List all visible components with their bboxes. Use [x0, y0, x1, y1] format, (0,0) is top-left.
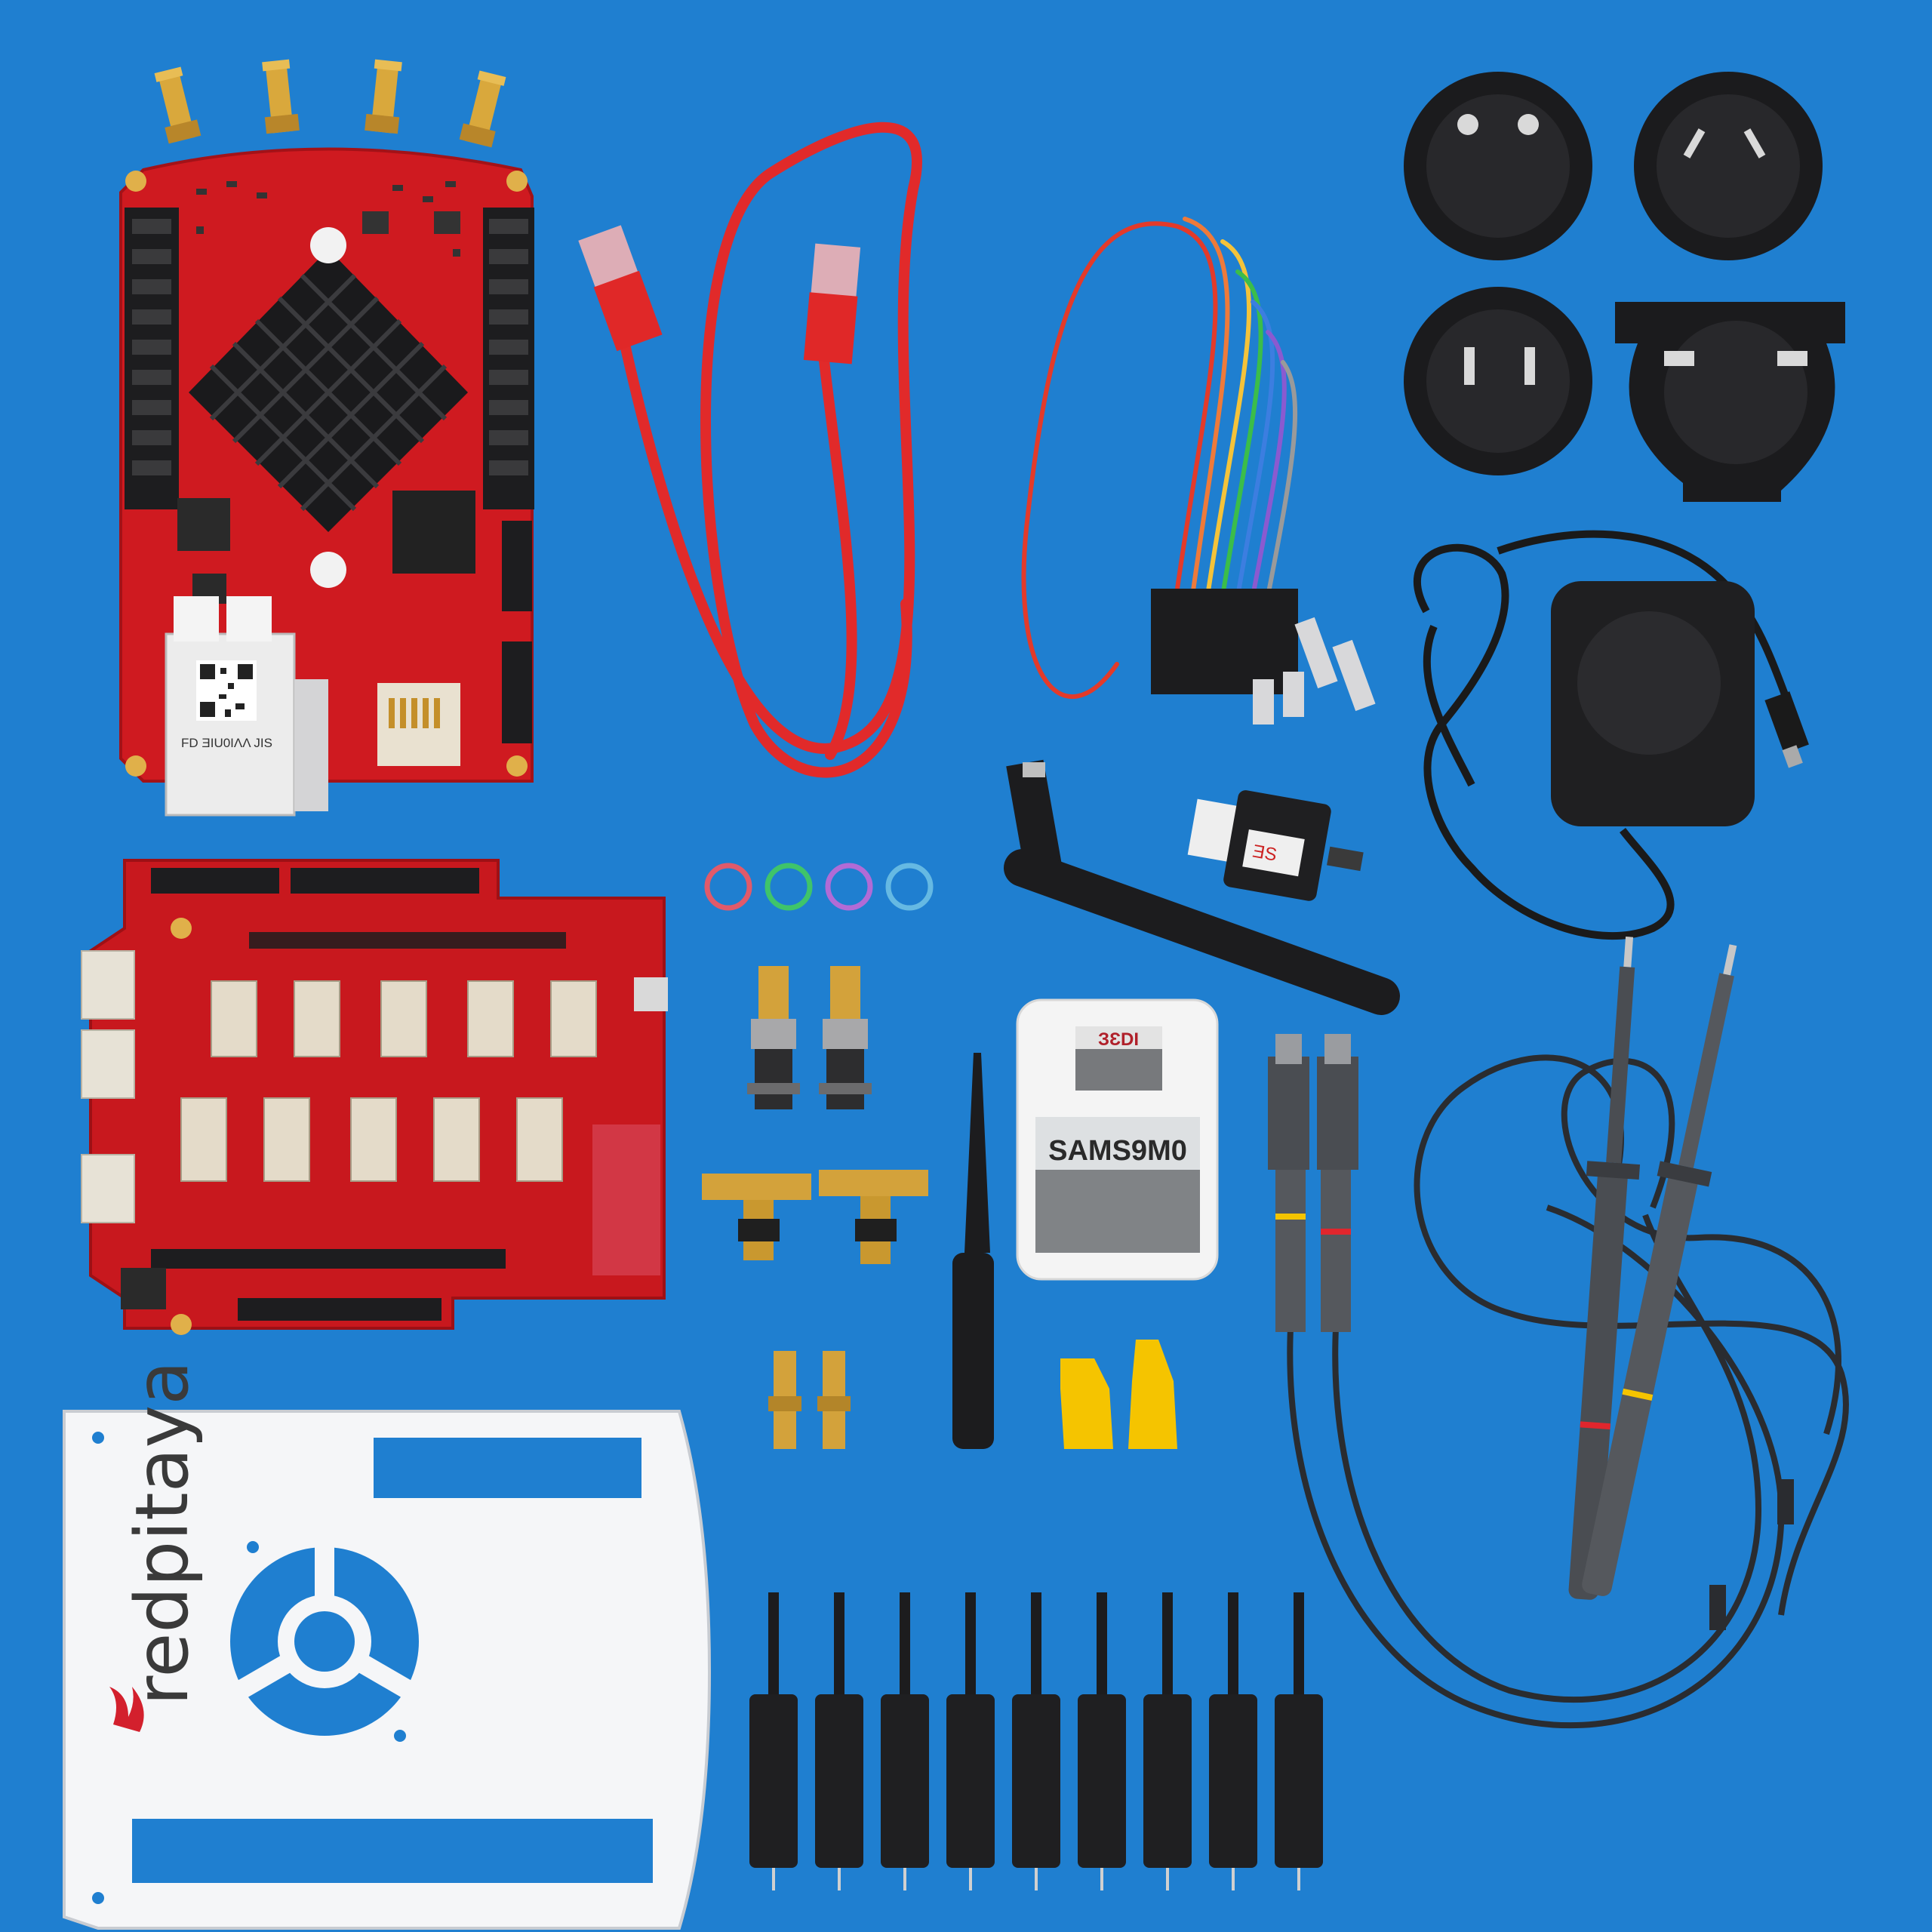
sma-tee-adapter-2: [819, 1170, 928, 1264]
sd-brand: SAMS9M0: [1048, 1135, 1187, 1167]
case-brand-text: redpitaya: [120, 1361, 205, 1706]
sma-connectors-top: [154, 59, 506, 148]
extension-shield-board: [81, 859, 668, 1335]
plug-adapters: [1404, 72, 1845, 502]
test-clip: [1012, 1592, 1060, 1890]
test-clip: [1275, 1592, 1323, 1890]
wifi-antenna: [1004, 759, 1400, 1015]
ethernet-cable: [614, 122, 922, 778]
ribbon-connector: [1151, 589, 1298, 694]
micro-sd-label: ЗƐDI: [1098, 1029, 1139, 1050]
test-clip: [1143, 1592, 1192, 1890]
test-clip: [1078, 1592, 1126, 1890]
red-pitaya-board: FD ƎIU0IΛΛ JIS: [119, 59, 534, 817]
red-pitaya-logo: redpitaya: [109, 1361, 205, 1732]
plug-adapter-us: [1404, 287, 1592, 475]
sma-bnc-adapter-1: [747, 966, 800, 1109]
test-hook-clips: [749, 1592, 1323, 1890]
oscilloscope-probes: [1268, 937, 1850, 1729]
power-supply: [1413, 530, 1809, 940]
sd-card: SAMS9M0 ЗƐDI: [1016, 998, 1219, 1281]
test-clip: [946, 1592, 995, 1890]
qr-label: FD ƎIU0IΛΛ JIS: [181, 660, 272, 750]
rj45-plug-left: [578, 225, 663, 352]
dongle-label: ƎS: [1251, 841, 1278, 865]
sma-bnc-adapter-2: [819, 966, 872, 1109]
yellow-caps: [1060, 1340, 1177, 1449]
plug-adapter-eu: [1404, 72, 1592, 260]
rj45-plug-right: [803, 243, 861, 365]
gpio-ribbon-cable: [1021, 217, 1298, 700]
probe-tip-accessory: [952, 1053, 994, 1449]
test-clip: [749, 1592, 798, 1890]
usb-wifi-dongle: ƎS: [1187, 790, 1364, 901]
sma-tee-adapter-1: [702, 1174, 811, 1260]
module-label: FD ƎIU0IΛΛ JIS: [181, 736, 272, 750]
plug-adapter-au: [1634, 72, 1823, 260]
sma-straight-adapters: [768, 1351, 851, 1449]
heatsink: [189, 227, 468, 588]
test-clip: [815, 1592, 863, 1890]
rubber-rings: [704, 863, 934, 911]
acrylic-case: redpitaya: [63, 1361, 712, 1930]
test-clip: [1209, 1592, 1257, 1890]
ribbon-pins: [1253, 617, 1376, 724]
plug-adapter-uk: [1615, 302, 1845, 502]
test-clip: [881, 1592, 929, 1890]
